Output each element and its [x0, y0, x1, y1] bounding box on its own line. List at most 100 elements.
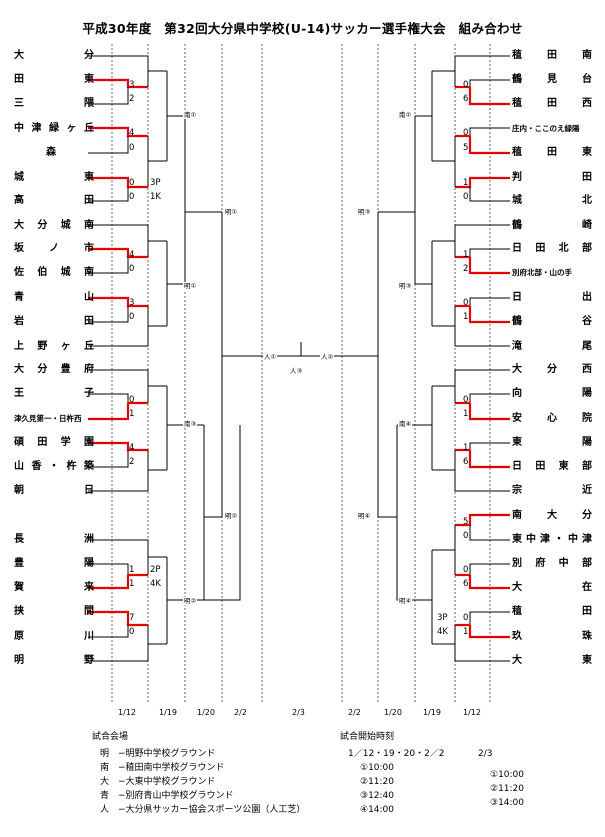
- score: 3P: [150, 178, 161, 188]
- score: 1K: [150, 192, 161, 202]
- team-left: 三 隈: [14, 98, 94, 109]
- bracket-line: [88, 625, 129, 638]
- bracket-line: [432, 306, 456, 327]
- team-right: 大 在: [512, 582, 592, 593]
- bracket-line: [203, 425, 222, 518]
- score: 0: [463, 613, 469, 623]
- score: 3: [129, 298, 135, 308]
- bracket-line: [88, 470, 149, 492]
- winner-path: [468, 136, 510, 155]
- team-left: 森: [46, 147, 56, 158]
- round-date: 1/20: [384, 708, 402, 717]
- venue-item: 大 −大東中学校グラウンド: [100, 777, 216, 787]
- bracket-line: [88, 539, 167, 558]
- bracket-line: [415, 71, 433, 117]
- winner-path: [88, 126, 148, 138]
- winner-path: [468, 257, 510, 275]
- time-slot: ②11:20: [360, 777, 395, 787]
- round-date: 2/3: [292, 708, 305, 717]
- winner-path: [88, 78, 148, 89]
- team-right: 南 大 分: [512, 510, 592, 521]
- venue-item: 南 −稙田南中学校グラウンド: [100, 763, 225, 773]
- team-left: 大分豊府: [14, 364, 94, 375]
- page-title: 平成30年度 第32回大分県中学校(U-14)サッカー選手権大会 組み合わせ: [82, 21, 523, 36]
- venue-label: 南③: [183, 420, 198, 428]
- team-left: 坂 ノ 市: [14, 243, 94, 254]
- score: 5: [463, 517, 469, 527]
- winner-path: [88, 247, 148, 259]
- score: 1: [463, 627, 469, 637]
- score: 6: [463, 579, 469, 589]
- score: 1: [129, 565, 135, 575]
- team-left: 賀 来: [14, 582, 94, 593]
- venue-label: 明②: [183, 597, 198, 605]
- team-right: 鶴 崎: [512, 220, 592, 231]
- bracket-line: [88, 393, 148, 404]
- time-days: 1／12・19・20・2／2: [348, 749, 445, 759]
- venue-label: 南④: [398, 420, 413, 428]
- bracket-line: [221, 212, 262, 357]
- time-slot: ①10:00: [360, 763, 395, 773]
- venue-label: 明③: [357, 208, 372, 216]
- bracket-line: [378, 425, 398, 518]
- venue-label: 南②: [398, 111, 413, 119]
- score: 2P: [150, 565, 161, 575]
- bracket-line: [397, 116, 416, 213]
- bracket-line: [204, 425, 241, 601]
- score: 7: [129, 613, 135, 623]
- winner-path: [88, 176, 148, 189]
- score: 0: [129, 192, 135, 202]
- team-right: 鶴 谷: [512, 316, 592, 327]
- bracket-line: [432, 55, 510, 72]
- bracket-line: [415, 550, 433, 601]
- team-right: 判 田: [512, 172, 592, 183]
- round-date: 1/12: [463, 708, 481, 717]
- team-right: 稙 田: [512, 606, 592, 617]
- bracket-line: [469, 187, 510, 202]
- team-left: 山香・杵築: [14, 461, 94, 472]
- score: 0: [463, 531, 469, 541]
- venue-item: 明 −明野中学校グラウンド: [100, 749, 216, 759]
- bracket-line: [432, 224, 510, 242]
- team-right: 向 陽: [512, 388, 592, 399]
- team-right: 滝 尾: [512, 341, 592, 352]
- team-right: 稙 田 西: [512, 98, 592, 109]
- bracket-line: [415, 241, 433, 285]
- venue-label: 明①: [224, 208, 239, 216]
- venue-label: 人①: [263, 353, 278, 361]
- bracket-line: [88, 257, 129, 274]
- winner-path: [468, 575, 510, 590]
- bracket-line: [342, 212, 379, 357]
- bracket-line: [454, 644, 510, 662]
- venue-item: 青 −別府青山中学校グラウンド: [100, 791, 234, 801]
- venue-label: 明③: [398, 282, 413, 290]
- team-left: 長 洲: [14, 534, 94, 545]
- bracket-line: [469, 525, 510, 541]
- team-right: 東中津・中津: [512, 534, 592, 545]
- team-right: 庄内・ここのえ緑陽: [512, 124, 580, 133]
- score: 0: [129, 178, 135, 188]
- team-left: 豊 陽: [14, 558, 94, 569]
- round-date: 1/12: [118, 708, 136, 717]
- bracket-line: [415, 386, 433, 426]
- time-slot-final: ②11:20: [490, 784, 525, 794]
- score: 2: [129, 94, 135, 104]
- score: 0: [129, 264, 135, 274]
- team-left: 中津緑ヶ丘: [14, 123, 94, 134]
- score: 0: [463, 192, 469, 202]
- venue-label: 人②: [320, 353, 335, 361]
- bracket-line: [396, 517, 415, 601]
- bracket-line: [88, 55, 167, 72]
- score: 5: [463, 143, 469, 153]
- bracket-line: [184, 116, 204, 213]
- team-right: 安 心 院: [512, 413, 592, 424]
- venue-item: 人 −大分県サッカー協会スポーツ公園（人工芝）: [100, 805, 306, 815]
- round-date: 1/19: [159, 708, 177, 717]
- bracket-line: [88, 450, 129, 468]
- team-right: 日田東部: [512, 461, 592, 472]
- bracket-line: [88, 369, 167, 387]
- bracket-line: [432, 525, 456, 551]
- time-slot: ④14:00: [360, 805, 395, 815]
- winner-path: [468, 403, 510, 421]
